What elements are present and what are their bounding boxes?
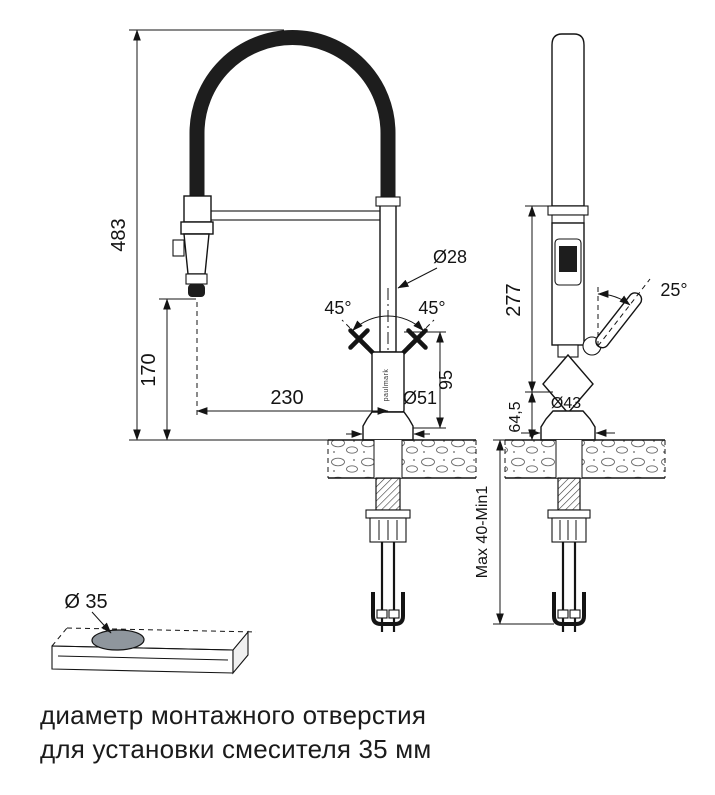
hole-leader [91, 611, 112, 634]
spray-head [172, 195, 214, 297]
slab-left-edge [51, 627, 68, 647]
dim-total-height-value: 483 [108, 218, 130, 251]
dim-base-diameter-front-value: Ø51 [403, 388, 437, 408]
countertop-section-front [327, 439, 477, 479]
slab-side-face [232, 630, 249, 675]
slab-front-edge [51, 645, 234, 651]
dim-mount-thickness-value: Max 40-Min1 [474, 486, 491, 579]
spray-holder-bar [203, 210, 385, 221]
technical-drawing: paulmark [51, 29, 688, 675]
faucet-base [362, 411, 414, 441]
column-ring [547, 205, 589, 216]
dim-reach: 230 [196, 387, 389, 415]
dim-base-diameter-front: Ø51 [346, 388, 437, 438]
dim-angle-left-value: 45° [324, 298, 351, 318]
caption-line-1: диаметр монтажного отверстия [40, 700, 427, 730]
threaded-shank [375, 477, 401, 511]
stud-nut [376, 609, 388, 619]
dim-spray-height: 170 [138, 298, 196, 441]
mounting-hardware-front [365, 477, 411, 632]
mounting-hole-detail: Ø 35 [51, 591, 257, 675]
dim-spout-diameter: Ø28 [397, 247, 467, 289]
column-ring [551, 214, 585, 224]
spout-column [551, 33, 585, 207]
slab-texture-line [57, 655, 229, 661]
mounting-bracket [371, 592, 405, 626]
dim-hole-diameter-value: Ø 35 [64, 591, 107, 613]
dim-base-diameter-side-value: Ø43 [551, 395, 581, 412]
stud-nut [388, 609, 400, 619]
side-view: 277 64,5 25° Ø43 Max 40-Min1 [474, 33, 688, 632]
spray-connector [183, 195, 212, 223]
mounting-nut [551, 517, 587, 543]
slab-back-edge [66, 627, 257, 633]
threaded-shank [557, 477, 581, 511]
stud-nut [557, 609, 569, 619]
spray-body [183, 233, 210, 275]
dim-body-height-value: 95 [436, 370, 456, 390]
faucet-base-side [540, 410, 596, 441]
dim-lever-angle-value: 25° [660, 280, 687, 300]
caption-line-2: для установки смесителя 35 мм [40, 734, 432, 764]
dim-body-height: 95 [404, 331, 456, 429]
spray-pull-tab [172, 239, 185, 257]
caption: диаметр монтажного отверстия для установ… [40, 698, 431, 766]
spray-collar [180, 221, 214, 235]
handle-lever [595, 292, 643, 349]
brand-label: paulmark [383, 369, 390, 402]
dim-base-to-counter-value: 64,5 [507, 401, 524, 432]
dim-side-height: 277 [503, 205, 553, 393]
flexible-hose [189, 30, 396, 210]
mounting-bracket [552, 592, 586, 626]
mounting-washer [365, 509, 411, 519]
mounting-hardware-side [547, 477, 591, 632]
front-view: paulmark [108, 29, 477, 632]
dim-reach-value: 230 [270, 387, 303, 409]
dim-base-diameter-side: Ø43 [521, 395, 615, 437]
display-window [559, 246, 577, 272]
dim-spout-diameter-value: Ø28 [433, 247, 467, 267]
dim-side-height-value: 277 [503, 283, 525, 316]
mounting-washer [547, 509, 591, 519]
stud-nut [569, 609, 581, 619]
dim-mount-thickness: Max 40-Min1 [474, 439, 554, 625]
hose-pipe-fitting [375, 196, 401, 207]
spray-nozzle [188, 284, 205, 297]
spray-ring [185, 273, 208, 285]
riser-pipe [379, 201, 397, 353]
dim-angle-right-value: 45° [418, 298, 445, 318]
mounting-hole [91, 629, 145, 651]
dim-spray-height-value: 170 [138, 353, 160, 386]
countertop-section-side [504, 439, 666, 479]
dim-handle-angles: 45° 45° [324, 298, 446, 331]
dim-lever-angle: 25° [597, 278, 688, 347]
